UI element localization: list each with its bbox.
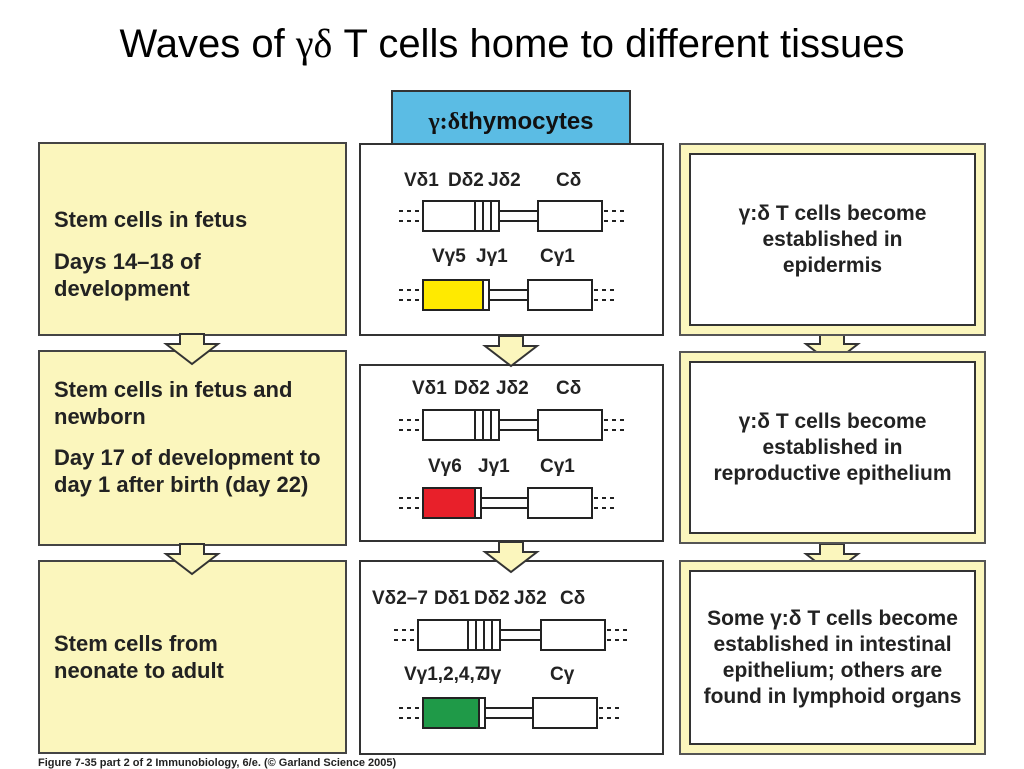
- slide-title: Waves of γδ T cells home to different ti…: [0, 20, 1024, 67]
- stage-box-3: Stem cells from neonate to adult: [38, 560, 347, 754]
- row2-delta-v: Vδ1: [412, 378, 447, 399]
- row1-delta-c: Cδ: [556, 170, 582, 191]
- stage-3-line-1: Stem cells from neonate to adult: [54, 631, 224, 683]
- row1-gamma-v: Vγ5: [432, 246, 466, 267]
- outcome-2-text: γ:δ T cells become established in reprod…: [713, 409, 952, 485]
- middle-arrow-2: [482, 541, 540, 574]
- row1-delta-c-segment: [537, 200, 603, 232]
- row2-gamma-v: Vγ6: [428, 456, 462, 477]
- header-greek: γ:δ: [428, 108, 461, 135]
- outcome-3-text: Some γ:δ T cells become established in i…: [703, 606, 962, 708]
- outcome-box-1: γ:δ T cells become established in epider…: [679, 143, 986, 336]
- row2-delta-d: Dδ2: [454, 378, 490, 399]
- outcome-1-text: γ:δ T cells become established in epider…: [738, 201, 927, 277]
- row1-delta-v: Vδ1: [404, 170, 439, 191]
- row1-gamma-c-segment: [527, 279, 593, 311]
- row3-gamma-dj-segment-0: [478, 697, 486, 729]
- row3-gamma-c-segment: [532, 697, 598, 729]
- row3-delta-c: Cδ: [560, 588, 586, 609]
- outcome-1-inner: γ:δ T cells become established in epider…: [689, 153, 976, 326]
- row3-delta-d2: Dδ2: [474, 588, 510, 609]
- row1-gamma-v-segment: [422, 279, 484, 311]
- row1-gamma-c: Cγ1: [540, 246, 575, 267]
- gene-panel-3: [359, 560, 664, 755]
- stage-2-line-1: Stem cells in fetus and newborn: [54, 377, 293, 429]
- stage-box-1: Stem cells in fetus Days 14–18 of develo…: [38, 142, 347, 336]
- row2-delta-c: Cδ: [556, 378, 582, 399]
- row1-delta-d: Dδ2: [448, 170, 484, 191]
- row2-delta-dj-segment-2: [490, 409, 500, 441]
- figure-caption: Figure 7-35 part 2 of 2 Immunobiology, 6…: [38, 757, 397, 769]
- stage-1-line-1: Stem cells in fetus: [54, 207, 248, 232]
- outcome-2-inner: γ:δ T cells become established in reprod…: [689, 361, 976, 534]
- row2-delta-j: Jδ2: [496, 378, 529, 399]
- middle-arrow-1: [482, 335, 540, 368]
- left-arrow-2: [163, 543, 221, 576]
- row1-delta-dj-segment-2: [490, 200, 500, 232]
- title-prefix: Waves of: [119, 22, 296, 66]
- title-greek: γδ: [295, 21, 333, 66]
- stage-box-2: Stem cells in fetus and newborn Day 17 o…: [38, 350, 347, 546]
- row1-delta-j: Jδ2: [488, 170, 521, 191]
- row3-delta-d1: Dδ1: [434, 588, 470, 609]
- left-arrow-1: [163, 333, 221, 366]
- row3-delta-c-segment: [540, 619, 606, 651]
- row3-delta-dj-segment-3: [491, 619, 501, 651]
- row1-delta-v-segment: [422, 200, 476, 232]
- row3-gamma-v-segment: [422, 697, 480, 729]
- row3-gamma-c: Cγ: [550, 664, 575, 685]
- row3-gamma-j: Jγ: [480, 664, 502, 685]
- row2-delta-c-segment: [537, 409, 603, 441]
- gene-panel-2: [359, 364, 664, 542]
- row2-gamma-c: Cγ1: [540, 456, 575, 477]
- outcome-box-2: γ:δ T cells become established in reprod…: [679, 351, 986, 544]
- header-text: thymocytes: [460, 108, 594, 135]
- row3-delta-v: Vδ2–7: [372, 588, 428, 609]
- row2-gamma-c-segment: [527, 487, 593, 519]
- row2-gamma-j: Jγ1: [478, 456, 510, 477]
- stage-2-line-2: Day 17 of development to day 1 after bir…: [54, 445, 321, 497]
- row1-gamma-dj-segment-0: [482, 279, 490, 311]
- outcome-box-3: Some γ:δ T cells become established in i…: [679, 560, 986, 755]
- row1-gamma-j: Jγ1: [476, 246, 508, 267]
- row3-gamma-v: Vγ1,2,4,7: [404, 664, 486, 685]
- row3-delta-j: Jδ2: [514, 588, 547, 609]
- title-suffix: T cells home to different tissues: [332, 22, 905, 66]
- stage-1-line-2: Days 14–18 of development: [54, 249, 201, 301]
- row2-gamma-dj-segment-0: [474, 487, 482, 519]
- outcome-3-inner: Some γ:δ T cells become established in i…: [689, 570, 976, 745]
- row2-gamma-v-segment: [422, 487, 476, 519]
